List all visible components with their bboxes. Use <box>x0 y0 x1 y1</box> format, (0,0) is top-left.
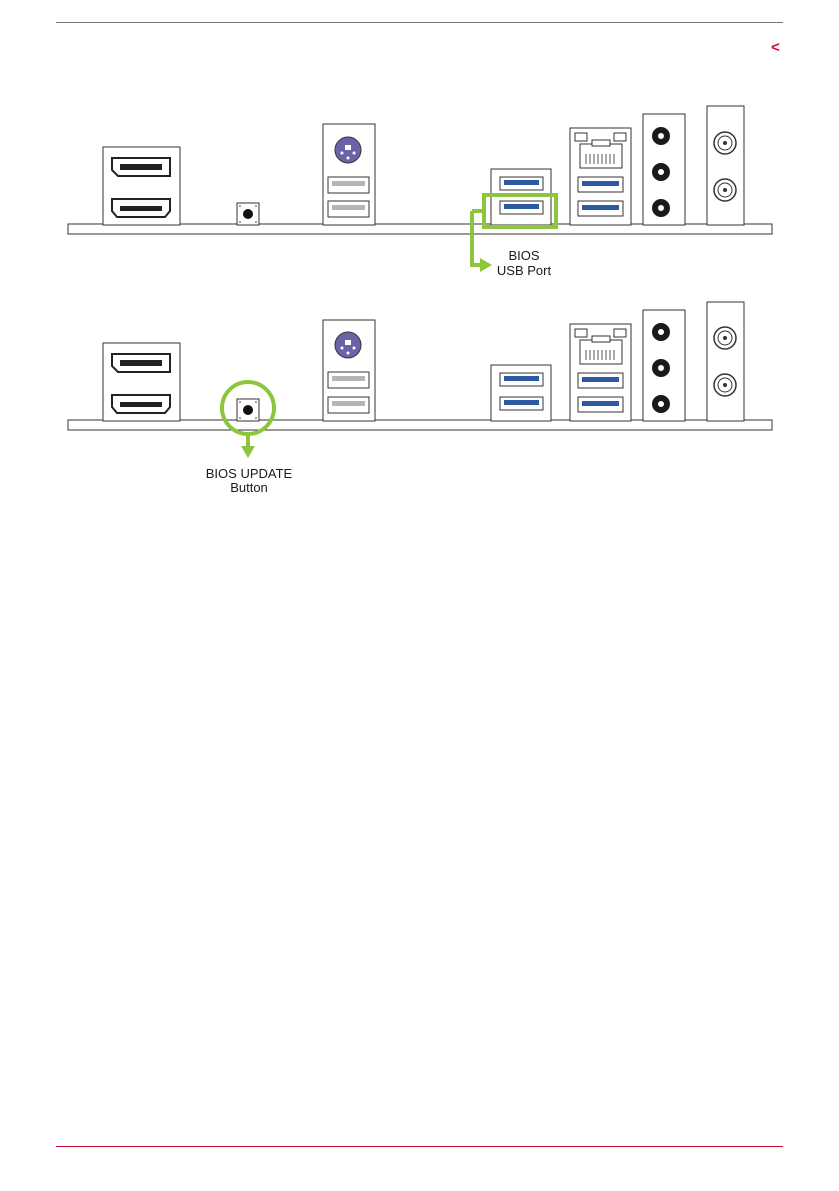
io-panel-diagram-usb: BIOS USB Port <box>0 0 839 290</box>
callout-label-line1: BIOS UPDATE <box>206 466 293 481</box>
lan-usb-block <box>570 128 631 225</box>
lan-usb-block <box>570 324 631 421</box>
ps2-usb-block <box>323 320 375 421</box>
usb3-block <box>491 365 551 421</box>
callout-label-line2: USB Port <box>497 263 552 278</box>
footer-rule <box>56 1146 783 1147</box>
io-panel-diagram-button: BIOS UPDATE Button <box>0 290 839 510</box>
antenna-connector-icon <box>707 106 744 225</box>
ps2-usb-block <box>323 124 375 225</box>
antenna-connector-icon <box>707 302 744 421</box>
ps2-port-icon <box>335 332 361 358</box>
callout-label-line2: Button <box>230 480 268 495</box>
usb3-block-bios <box>484 169 556 227</box>
video-port-block <box>103 343 180 421</box>
bios-button-icon <box>237 203 259 225</box>
highlight-arrow-icon <box>241 434 255 458</box>
video-port-block <box>103 147 180 225</box>
callout-label-line1: BIOS <box>508 248 539 263</box>
audio-jack-icon <box>643 114 685 225</box>
ps2-port-icon <box>335 137 361 163</box>
audio-jack-icon <box>643 310 685 421</box>
